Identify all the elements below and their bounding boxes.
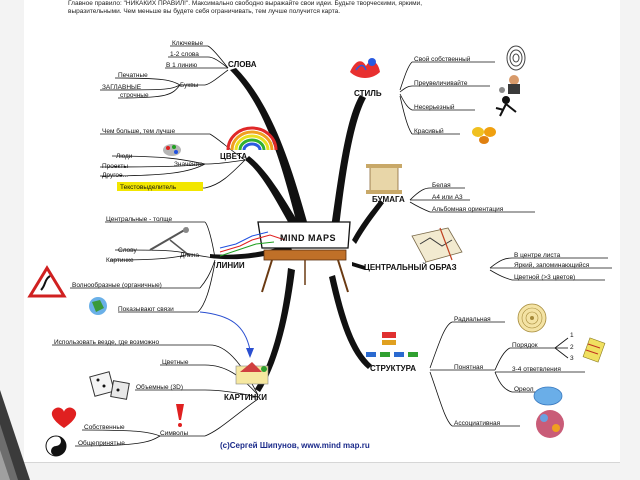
kartinki-item: Цветные (162, 359, 189, 366)
struktura-item: Радиальная (454, 316, 491, 323)
order-mark: 3 (570, 355, 574, 362)
slova-item: Ключевые (172, 40, 203, 47)
struktura-item: Понятная (454, 364, 484, 371)
lotus-flower-icon (350, 58, 380, 78)
dice-icon (89, 371, 130, 400)
header-rule: Главное правило: "НИКАКИХ ПРАВИЛ!". Макс… (68, 0, 578, 16)
stil-item: Преувеличивайте (414, 79, 468, 87)
linii-item: Показывают связи (118, 306, 174, 313)
yin-yang-icon (45, 435, 67, 457)
fingerprint-icon (506, 45, 526, 71)
linii-item: Центральные - толще (106, 216, 172, 223)
bumaga-item: Альбомная ориентация (432, 205, 504, 213)
text-highlight-swatch (117, 182, 203, 191)
tsveta-item: Значение (174, 161, 203, 168)
tsveta-item: Проекты (102, 163, 128, 170)
slova-item: В 1 линию (166, 62, 197, 69)
slova-item: строчные (120, 92, 149, 99)
compass-icon (149, 227, 191, 257)
branch-title-struktura: СТРУКТУРА (370, 364, 416, 373)
obraz-item: Яркий, запоминающийся (514, 261, 590, 269)
paper-scroll-icon (366, 164, 402, 194)
map-sketch-icon (411, 227, 463, 263)
tsveta-item: Текстовыделитель (120, 184, 177, 191)
connection-arrow (199, 311, 254, 358)
stil-item: Несерьезный (414, 103, 455, 111)
tsveta-item: Чем больше, тем лучше (102, 127, 175, 135)
kartinki-item: Объемные (3D) (136, 383, 183, 391)
kartinki-item: Общепринятые (78, 439, 125, 447)
radial-target-icon (517, 303, 547, 333)
struktura-item: 3-4 ответвления (512, 366, 561, 373)
stil-item: Свой собственный (414, 55, 471, 63)
linii-item: Картинке (106, 257, 134, 264)
house-picture-icon (235, 362, 269, 385)
slova-item: Печатные (118, 72, 148, 79)
tsveta-item: Другое... (102, 172, 128, 179)
heart-icon (51, 407, 77, 428)
branch-title-bumaga: БУМАГА (372, 195, 405, 204)
kartinki-item: Символы (160, 430, 188, 437)
branch-title-kartinki: КАРТИНКИ (224, 393, 267, 402)
header-line-2: выразительными. Чем меньше вы будете себ… (68, 8, 341, 15)
palette-icon (163, 144, 181, 156)
exaggerate-person-icon (499, 75, 520, 94)
main-branches (210, 68, 384, 392)
slova-item: ЗАГЛАВНЫЕ (102, 84, 142, 91)
kartinki-item: Собственные (84, 423, 125, 431)
branch-title-tsveta: ЦВЕТА (220, 152, 247, 161)
slova-item: 1-2 слова (170, 51, 199, 58)
rainbow-icon (226, 126, 278, 151)
branch-title-slova: СЛОВА (228, 60, 257, 69)
sub-branches (52, 45, 612, 447)
bumaga-item: Белая (432, 182, 451, 189)
linii-item: Волнообразные (органичные) (72, 281, 162, 289)
funny-person-icon (495, 96, 517, 117)
struktura-item: Порядок (512, 342, 538, 349)
central-title: MIND MAPS (280, 233, 336, 243)
slova-item: Буквы (180, 82, 199, 89)
tsveta-item: Люди (116, 153, 133, 160)
order-mark: 2 (570, 344, 574, 351)
order-list-icon (582, 337, 606, 363)
branch-title-stil: СТИЛЬ (354, 89, 382, 98)
associative-icon (536, 410, 564, 438)
obraz-item: Цветной (>3 цветов) (514, 273, 575, 281)
central-image (219, 221, 351, 293)
obraz-item: В центре листа (514, 252, 561, 259)
corner-decoration-light (0, 450, 10, 480)
stil-item: Красивый (414, 127, 444, 135)
globe-icon (89, 297, 107, 315)
halo-icon (533, 386, 563, 406)
struktura-item: Ореол (514, 386, 534, 393)
struktura-item: Ассоциативная (454, 420, 501, 427)
butterfly-icon (472, 127, 496, 144)
branch-title-linii: ЛИНИИ (216, 261, 245, 270)
structure-blocks-icon (366, 332, 418, 357)
bumaga-item: А4 или А3 (432, 194, 463, 201)
header-line-1: Главное правило: "НИКАКИХ ПРАВИЛ!". Макс… (68, 0, 423, 7)
order-mark: 1 (570, 332, 574, 339)
curve-road-sign-icon (27, 265, 67, 298)
kartinki-item: Использовать везде, где возможно (54, 339, 159, 346)
linii-item: Слову (118, 247, 137, 254)
branch-title-obraz: ЦЕНТРАЛЬНЫЙ ОБРАЗ (364, 263, 457, 272)
exclamation-icon (176, 404, 184, 427)
linii-item: Длина (180, 252, 199, 259)
credit-line: (с)Сергей Шипунов, www.mind map.ru (220, 441, 370, 450)
